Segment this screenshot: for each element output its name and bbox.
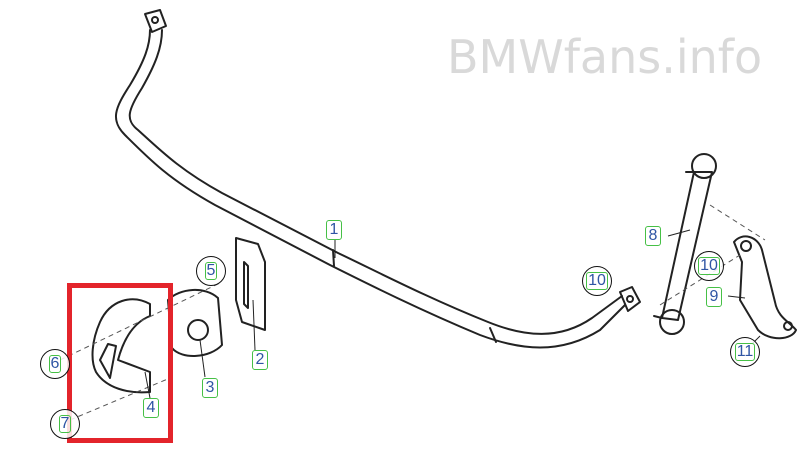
highlight-box (67, 283, 173, 443)
callout-9: 9 (706, 287, 722, 307)
callout-5: 5 (196, 256, 226, 286)
callout-11-label: 11 (734, 343, 756, 361)
callout-11: 11 (730, 337, 760, 367)
link-rod (661, 171, 713, 321)
assembly-line-right (709, 204, 766, 241)
callout-3: 3 (202, 378, 218, 398)
callout-7-label: 7 (58, 415, 72, 433)
callout-1: 1 (326, 220, 342, 240)
assembly-line-bottom (69, 377, 171, 421)
callout-7: 7 (50, 409, 80, 439)
callout-6: 6 (40, 349, 70, 379)
bar-end-top-hole (151, 16, 159, 24)
watermark: BMWfans.info (447, 30, 763, 84)
mounting-bracket (235, 237, 266, 331)
callout-10-right-label: 10 (698, 257, 720, 275)
callout-10-left-label: 10 (586, 272, 608, 290)
assembly-line-link (659, 254, 741, 306)
bar-end-right-hole (626, 295, 634, 303)
stabilizer-bar-inner (128, 29, 623, 335)
bar-ring (489, 327, 497, 343)
callout-8: 8 (645, 226, 661, 246)
link-rod-top-joint (691, 153, 717, 179)
bar-center-tick (332, 249, 335, 267)
callout-10-left: 10 (582, 266, 612, 296)
stabilizer-bar (115, 29, 626, 349)
rubber-mount-bore (187, 319, 209, 341)
bar-end-top (144, 9, 167, 33)
assembly-line-top (59, 281, 223, 361)
bar-end-right (619, 286, 641, 312)
callout-2: 2 (252, 350, 268, 370)
rubber-mount (167, 289, 223, 357)
callout-4: 4 (143, 398, 159, 418)
callout-10-right: 10 (694, 251, 724, 281)
callout-5-label: 5 (204, 262, 218, 280)
callout-6-label: 6 (48, 355, 62, 373)
clamp (91, 298, 151, 394)
link-rod-bottom-joint (659, 309, 685, 335)
